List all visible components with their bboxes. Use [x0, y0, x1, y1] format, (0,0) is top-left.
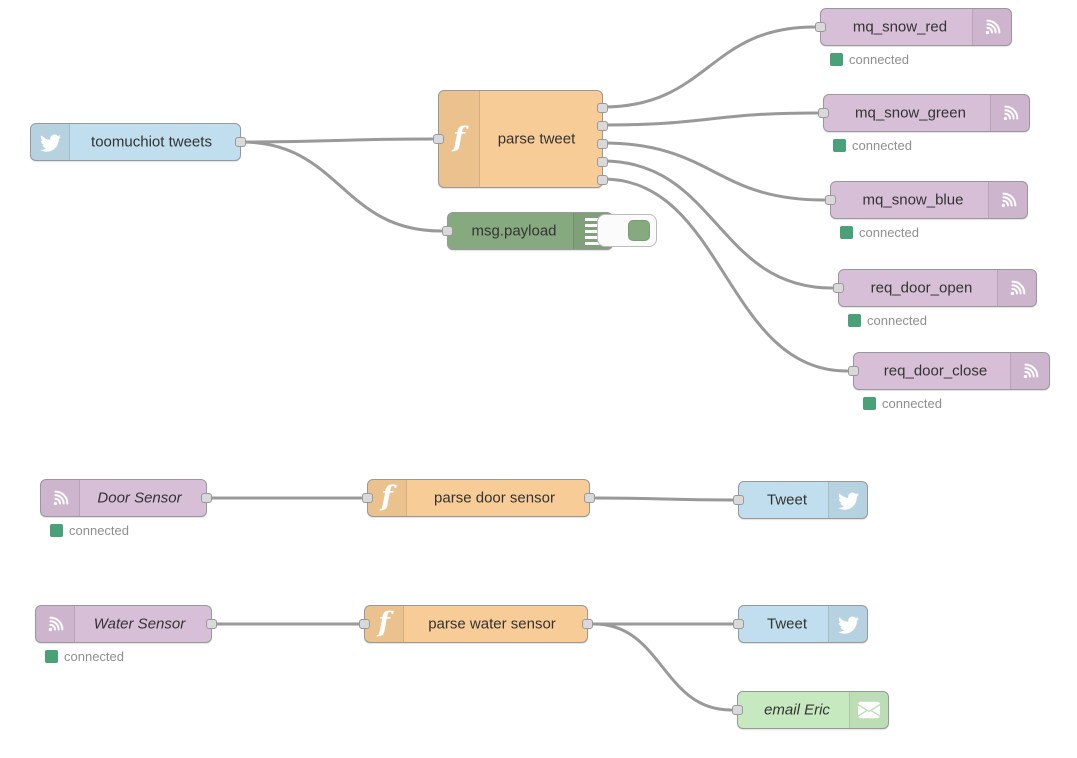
bridge-signal-icon — [990, 95, 1029, 131]
input-port[interactable] — [732, 705, 743, 715]
status-text: connected — [849, 52, 909, 67]
output-port[interactable] — [235, 137, 246, 147]
node-status: connected — [830, 52, 909, 67]
input-port[interactable] — [833, 283, 844, 293]
node-label: req_door_open — [870, 279, 973, 297]
bridge-signal-icon — [997, 270, 1036, 306]
node-req-door-close[interactable]: req_door_close — [848, 352, 1050, 390]
node-parse-tweet[interactable]: f parse tweet — [433, 90, 608, 188]
node-status: connected — [840, 225, 919, 240]
output-port[interactable] — [584, 493, 595, 503]
input-port[interactable] — [433, 134, 444, 144]
wire-parse-tweet-to-req-door-open[interactable] — [601, 159, 834, 290]
output-port-1[interactable] — [597, 103, 608, 113]
node-label: mq_snow_blue — [862, 191, 964, 209]
input-port[interactable] — [362, 493, 373, 503]
status-dot — [863, 397, 876, 410]
node-label: Door Sensor — [97, 489, 182, 507]
output-port[interactable] — [582, 619, 593, 629]
status-text: connected — [882, 396, 942, 411]
node-parse-water-sensor[interactable]: f parse water sensor — [359, 605, 593, 643]
node-tweet-door[interactable]: Tweet — [733, 481, 868, 519]
input-port[interactable] — [442, 226, 453, 236]
input-port[interactable] — [848, 366, 859, 376]
node-label: parse tweet — [497, 130, 576, 148]
node-label: Water Sensor — [93, 615, 186, 633]
status-text: connected — [69, 523, 129, 538]
bridge-signal-icon — [988, 182, 1027, 218]
function-f-icon: f — [365, 606, 404, 642]
wire-parse-door-to-tweet[interactable] — [594, 496, 734, 502]
node-status: connected — [848, 313, 927, 328]
node-label: req_door_close — [883, 362, 988, 380]
input-port[interactable] — [825, 195, 836, 205]
twitter-bird-icon — [31, 124, 70, 160]
wire-parse-tweet-to-mq-snow-blue[interactable] — [601, 141, 826, 202]
node-status: connected — [833, 138, 912, 153]
input-port[interactable] — [733, 495, 744, 505]
status-dot — [840, 226, 853, 239]
bridge-signal-icon — [1010, 353, 1049, 389]
node-mq-snow-green[interactable]: mq_snow_green — [818, 94, 1030, 132]
status-dot — [45, 650, 58, 663]
output-port-5[interactable] — [597, 175, 608, 185]
output-port-3[interactable] — [597, 139, 608, 149]
function-f-icon: f — [368, 480, 407, 516]
node-email-eric[interactable]: email Eric — [732, 691, 889, 729]
function-f-icon: f — [439, 91, 480, 187]
bridge-signal-icon — [41, 480, 80, 516]
status-dot — [833, 139, 846, 152]
node-door-sensor[interactable]: Door Sensor — [40, 479, 212, 517]
node-label: mq_snow_red — [852, 18, 948, 36]
wire-parse-tweet-to-mq-snow-green[interactable] — [601, 111, 819, 127]
wire-twitter-to-debug[interactable] — [239, 140, 443, 233]
wire-twitter-to-parse-tweet[interactable] — [239, 137, 434, 144]
node-tweet-water[interactable]: Tweet — [733, 605, 868, 643]
node-label: parse water sensor — [428, 615, 556, 633]
input-port[interactable] — [815, 22, 826, 32]
node-status: connected — [863, 396, 942, 411]
twitter-bird-icon — [828, 482, 867, 518]
envelope-icon — [849, 692, 888, 728]
node-mq-snow-red[interactable]: mq_snow_red — [815, 8, 1012, 46]
status-dot — [50, 524, 63, 537]
node-msg-payload-debug[interactable]: msg.payload — [442, 212, 613, 250]
bridge-signal-icon — [972, 9, 1011, 45]
wire-parse-tweet-to-mq-snow-red[interactable] — [601, 25, 816, 109]
node-req-door-open[interactable]: req_door_open — [833, 269, 1037, 307]
wire-parse-water-to-email[interactable] — [592, 622, 733, 712]
wire-parse-tweet-to-req-door-close[interactable] — [601, 177, 849, 373]
node-water-sensor[interactable]: Water Sensor — [35, 605, 217, 643]
input-port[interactable] — [818, 108, 829, 118]
output-port[interactable] — [206, 619, 217, 629]
node-mq-snow-blue[interactable]: mq_snow_blue — [825, 181, 1028, 219]
status-text: connected — [859, 225, 919, 240]
status-dot — [848, 314, 861, 327]
node-toomuchiot-tweets[interactable]: toomuchiot tweets — [30, 123, 246, 161]
input-port[interactable] — [359, 619, 370, 629]
node-label: Tweet — [766, 615, 808, 633]
debug-enable-toggle[interactable] — [597, 214, 657, 247]
node-label: parse door sensor — [434, 489, 555, 507]
status-text: connected — [64, 649, 124, 664]
node-label: mq_snow_green — [855, 104, 966, 122]
node-parse-door-sensor[interactable]: f parse door sensor — [362, 479, 595, 517]
twitter-bird-icon — [828, 606, 867, 642]
node-status: connected — [50, 523, 129, 538]
node-label: toomuchiot tweets — [91, 133, 212, 151]
status-text: connected — [852, 138, 912, 153]
output-port-2[interactable] — [597, 121, 608, 131]
node-status: connected — [45, 649, 124, 664]
input-port[interactable] — [733, 619, 744, 629]
bridge-signal-icon — [36, 606, 75, 642]
output-port[interactable] — [201, 493, 212, 503]
node-label: Tweet — [766, 491, 808, 509]
status-dot — [830, 53, 843, 66]
status-text: connected — [867, 313, 927, 328]
node-label: email Eric — [764, 701, 830, 719]
node-label: msg.payload — [471, 222, 557, 240]
output-port-4[interactable] — [597, 157, 608, 167]
